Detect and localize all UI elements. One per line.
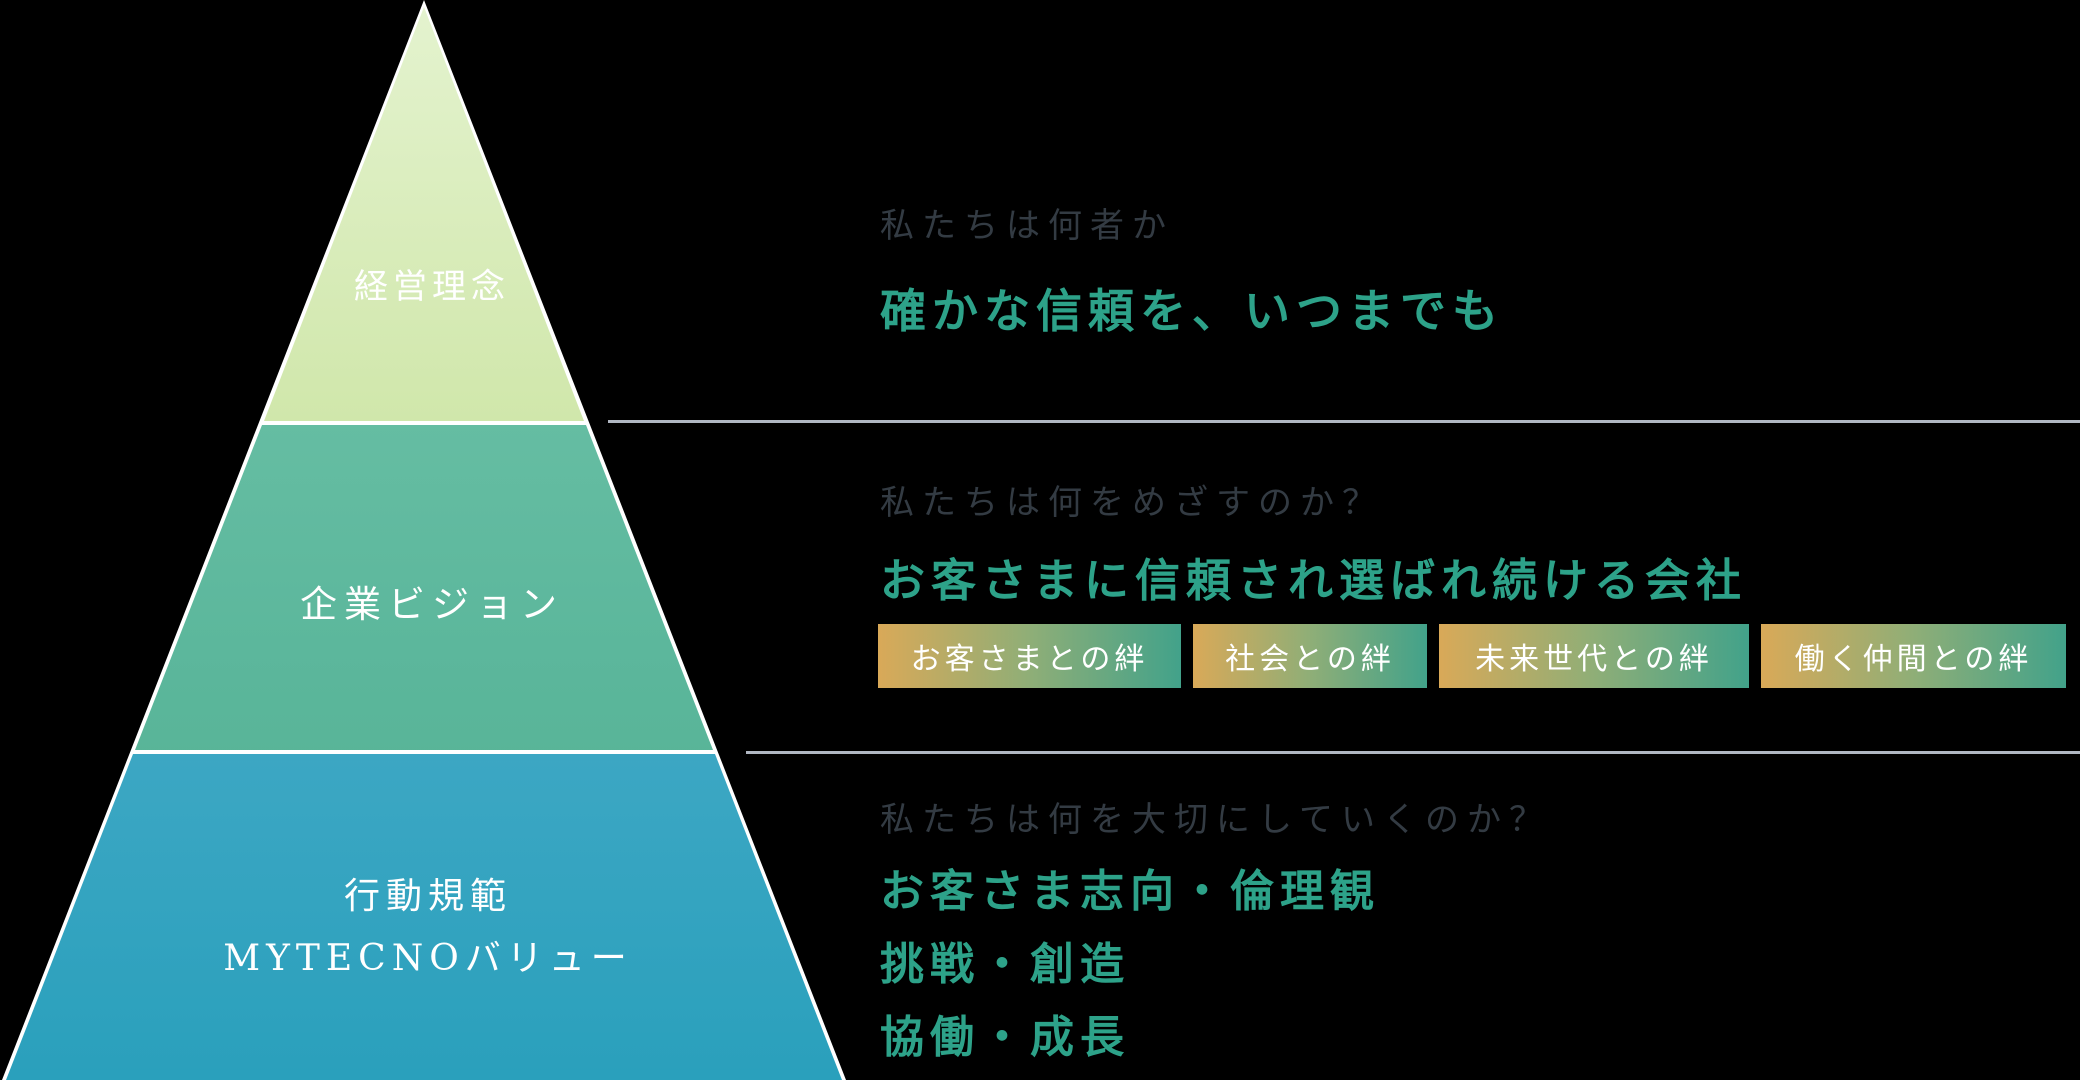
tier-label-values: 行動規範 MYTECNOバリュー <box>223 866 632 990</box>
badge-society-bond: 社会との絆 <box>1193 624 1427 688</box>
section3-value-list: お客さま志向・倫理観 挑戦・創造 協働・成長 <box>880 866 1380 1080</box>
tier-label-values-line1: 行動規範 <box>343 876 513 917</box>
philosophy-pyramid: 経営理念 企業ビジョン 行動規範 MYTECNOバリュー <box>0 0 850 1080</box>
section1-statement: 確かな信頼を、いつまでも <box>880 284 1504 338</box>
pyramid-tier-values <box>6 754 842 1080</box>
section1-question: 私たちは何者か <box>880 206 1174 246</box>
value-customer-orientation-ethics: お客さま志向・倫理観 <box>880 866 1380 917</box>
section2-question: 私たちは何をめざすのか？ <box>880 483 1384 523</box>
section3-question: 私たちは何を大切にしていくのか？ <box>880 800 1551 840</box>
tier-label-values-line2: MYTECNOバリュー <box>223 938 633 979</box>
section-divider-2 <box>746 751 2080 754</box>
badge-coworker-bond: 働く仲間との絆 <box>1761 624 2066 688</box>
bond-badges-row: お客さまとの絆 社会との絆 未来世代との絆 働く仲間との絆 <box>878 624 2066 688</box>
section2-statement: お客さまに信頼され選ばれ続ける会社 <box>880 554 1748 607</box>
tier-label-vision: 企業ビジョン <box>300 583 564 626</box>
tier-label-philosophy: 経営理念 <box>354 267 510 307</box>
section-divider-1 <box>608 420 2080 423</box>
badge-customer-bond: お客さまとの絆 <box>878 624 1181 688</box>
value-challenge-creation: 挑戦・創造 <box>880 939 1130 990</box>
value-collaboration-growth: 協働・成長 <box>880 1012 1130 1063</box>
badge-future-generation-bond: 未来世代との絆 <box>1439 624 1749 688</box>
